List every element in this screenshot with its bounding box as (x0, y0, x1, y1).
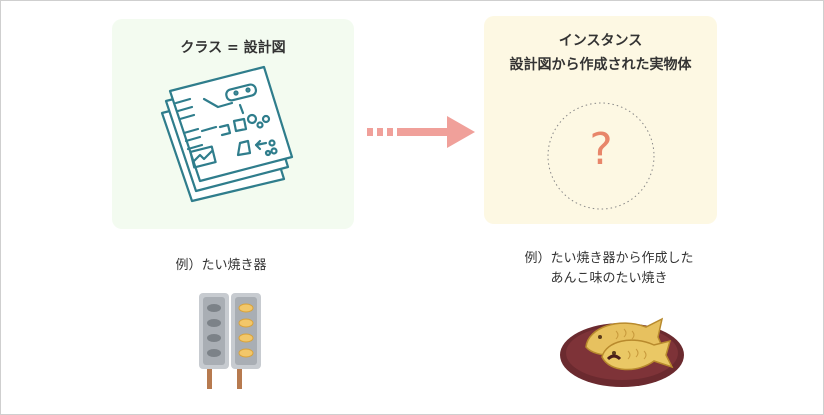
instance-example-caption-line2: あんこ味のたい焼き (550, 271, 668, 286)
dotted-circle-placeholder (547, 102, 655, 210)
taiyaki-mold-icon (199, 293, 261, 389)
class-example-caption: 例）たい焼き器 (175, 258, 267, 273)
class-panel-title: クラス = 設計図 (180, 40, 286, 56)
instance-panel: インスタンス 設計図から作成された実物体 ? (484, 16, 717, 224)
instance-example-caption-line1: 例）たい焼き器から作成した (524, 251, 694, 266)
dashed-arrow-icon (367, 116, 475, 148)
instance-panel-subtitle: 設計図から作成された実物体 (509, 57, 692, 73)
instance-panel-title: インスタンス (558, 33, 643, 49)
question-mark: ? (589, 124, 613, 175)
taiyaki-plate-icon (560, 317, 684, 387)
blueprint-icon (160, 65, 294, 203)
